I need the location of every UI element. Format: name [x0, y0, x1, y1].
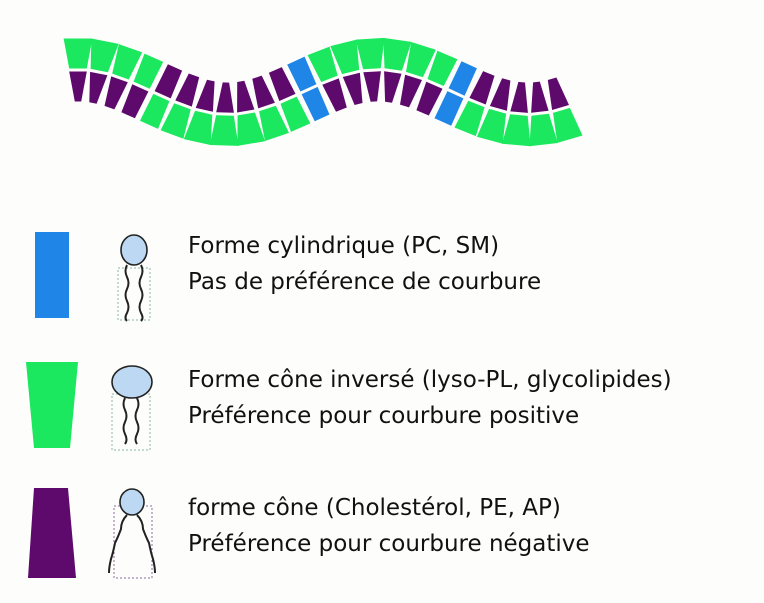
inner-lipid: [280, 96, 311, 132]
cone-lipid-icon: [108, 488, 156, 579]
legend-description-cone: Préférence pour courbure négative: [188, 531, 590, 557]
legend-text-cone: forme cône (Cholestérol, PE, AP) Préfére…: [188, 490, 590, 562]
inner-lipid: [476, 108, 507, 144]
inner-lipid: [322, 78, 347, 112]
inner-lipid: [416, 81, 443, 116]
outer-lipid: [469, 71, 495, 105]
inner-lipid: [301, 86, 330, 122]
curved-membrane-bilayer: [63, 37, 583, 147]
legend-title-cone: forme cône (Cholestérol, PE, AP): [188, 495, 561, 521]
inner-lipid: [160, 103, 191, 139]
outer-lipid: [287, 56, 317, 92]
inverted-cone-shape: [26, 362, 78, 448]
inner-lipid: [384, 71, 402, 103]
legend-text-inverted-cone: Forme cône inversé (lyso-PL, glycolipide…: [188, 362, 672, 434]
legend-row-cylinder: Forme cylindrique (PC, SM) Pas de préfér…: [0, 226, 764, 326]
cone-shape: [28, 488, 76, 578]
legend-text-cylinder: Forme cylindrique (PC, SM) Pas de préfér…: [188, 228, 541, 300]
outer-lipid: [154, 64, 183, 99]
inner-lipid: [104, 76, 128, 110]
outer-lipid: [355, 37, 385, 70]
inner-lipid: [209, 115, 239, 146]
outer-lipid: [175, 73, 200, 107]
outer-lipid: [307, 46, 338, 82]
outer-lipid: [330, 39, 360, 75]
cylindrical-lipid-icon: [117, 234, 151, 322]
outer-lipid: [489, 78, 511, 111]
legend-description-cylinder: Pas de préférence de courbure: [188, 269, 542, 295]
outer-lipid: [252, 75, 275, 109]
inverted-cone-lipid-icon: [111, 365, 153, 451]
inner-lipid: [183, 110, 213, 145]
inner-lipid: [400, 74, 422, 108]
outer-lipid: [510, 81, 528, 113]
inner-lipid: [502, 114, 531, 147]
outer-lipid: [448, 61, 477, 96]
inner-lipid: [89, 71, 108, 104]
outer-lipid: [268, 67, 296, 101]
inner-lipid: [342, 72, 363, 105]
inner-lipid: [434, 91, 464, 126]
outer-lipid: [383, 37, 412, 71]
outer-lipid: [406, 42, 436, 78]
inner-lipid: [237, 112, 266, 146]
legend-row-cone: forme cône (Cholestérol, PE, AP) Préfére…: [0, 484, 764, 584]
outer-lipid: [112, 44, 143, 80]
legend-row-inverted-cone: Forme cône inversé (lyso-PL, glycolipide…: [0, 358, 764, 458]
inner-lipid: [140, 93, 170, 129]
outer-lipid: [63, 38, 93, 69]
legend-title-inverted-cone: Forme cône inversé (lyso-PL, glycolipide…: [188, 367, 672, 393]
inner-lipid: [454, 100, 485, 137]
outer-lipid: [531, 81, 549, 113]
outer-lipid: [90, 38, 119, 73]
outer-leaflet: [63, 37, 569, 113]
outer-lipid: [195, 79, 215, 112]
outer-lipid: [133, 53, 164, 89]
inner-lipid: [259, 105, 289, 141]
legend-description-inverted-cone: Préférence pour courbure positive: [188, 403, 580, 429]
outer-lipid: [216, 82, 234, 113]
inner-lipid: [121, 84, 149, 119]
inner-lipid: [363, 71, 381, 102]
inner-lipid: [69, 71, 87, 102]
inner-leaflet: [69, 71, 583, 147]
outer-lipid: [427, 50, 458, 86]
inner-lipid: [553, 107, 583, 143]
outer-lipid: [237, 80, 255, 113]
cylinder-shape: [35, 232, 69, 318]
inner-lipid: [529, 113, 558, 147]
outer-lipid: [547, 77, 569, 110]
legend-title-cylinder: Forme cylindrique (PC, SM): [188, 233, 500, 259]
